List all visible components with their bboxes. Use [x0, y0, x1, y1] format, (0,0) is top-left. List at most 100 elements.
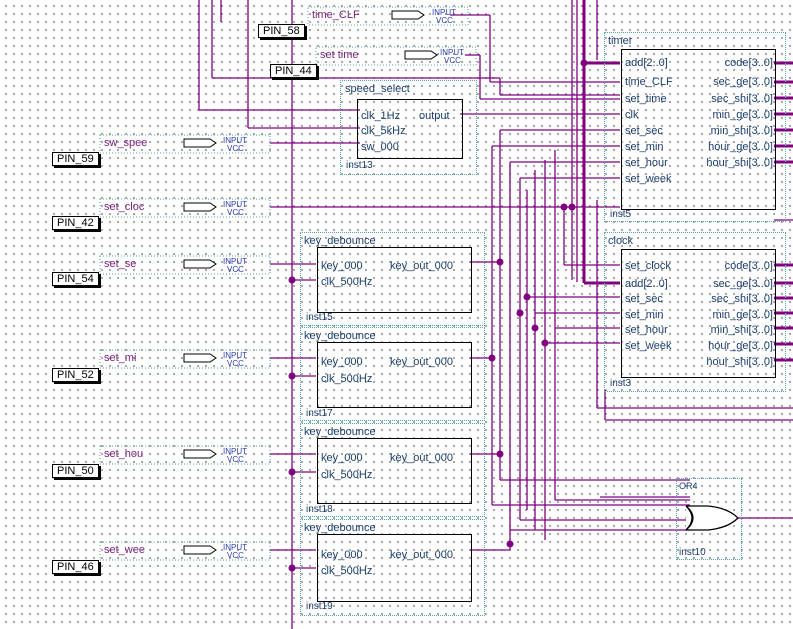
block-title: timer [608, 35, 633, 47]
port-label: clk [625, 109, 639, 121]
pin-tag[interactable]: PIN_50 [52, 464, 99, 478]
port-label: key_out_000 [390, 356, 453, 368]
port-label: set_hour [625, 324, 668, 336]
block-title: key_debounce [304, 522, 376, 534]
signal-label-time-clr[interactable]: time_CLF [312, 9, 360, 21]
port-label: add[2..0] [625, 278, 668, 290]
port-label: sec_ge[3..0] [713, 76, 773, 88]
port-label: key_000 [321, 260, 363, 272]
signal-label-set-clock[interactable]: set_cloc [104, 201, 145, 213]
port-label: add[2..0] [625, 57, 668, 69]
junction-dot [531, 324, 539, 332]
speed-select-block[interactable]: speed_select clk_1Hz clk_5kHz sw_000 out… [340, 80, 477, 175]
signal-label-set-time[interactable]: set time [320, 49, 359, 61]
input-pin-shape [404, 50, 438, 60]
block-body [317, 247, 472, 313]
pin-tag[interactable]: PIN_54 [52, 272, 99, 286]
input-pin-shape [183, 353, 217, 363]
signal-label-sw-speed[interactable]: sw_spee [104, 137, 148, 149]
junction-dot [580, 59, 588, 67]
port-label: key_out_000 [390, 452, 453, 464]
junction-dot [506, 540, 514, 548]
port-label: clk_1Hz [361, 110, 401, 122]
key-debounce-block[interactable]: key_debounce key_000 clk_500Hz key_out_0… [300, 423, 485, 517]
port-label: set_week [625, 173, 672, 185]
block-body [317, 534, 472, 602]
block-body [621, 49, 776, 210]
block-body [621, 249, 776, 378]
instance-label: inst5 [610, 209, 632, 220]
block-body [317, 438, 472, 504]
port-label: sec_ge[3..0] [713, 278, 773, 290]
instance-label: inst10 [679, 547, 706, 558]
clock-block[interactable]: clock set_clock add[2..0] set_sec set_mi… [604, 232, 786, 392]
block-title: OR4 [679, 481, 698, 491]
signal-label-set-sec[interactable]: set_se [104, 258, 137, 270]
port-label: code[3..0] [724, 260, 773, 272]
block-body [317, 342, 472, 408]
junction-dot [288, 468, 296, 476]
pin-tag[interactable]: PIN_58 [258, 24, 305, 38]
instance-label: inst3 [610, 378, 632, 389]
port-label: sw_000 [361, 141, 399, 153]
instance-label: inst17 [306, 408, 333, 419]
port-label: min_shi[3..0] [710, 324, 773, 336]
pin-tag[interactable]: PIN_42 [52, 216, 99, 230]
port-label: hour_ge[3..0] [708, 141, 773, 153]
block-title: key_debounce [304, 330, 376, 342]
port-label: clk_500Hz [321, 276, 373, 288]
timer-block[interactable]: timer add[2..0] time_CLF set_time clk se… [604, 32, 786, 222]
block-body [357, 99, 463, 159]
port-label: code[3..0] [724, 57, 773, 69]
input-pin-shape [183, 259, 217, 269]
input-pin-shape [183, 449, 217, 459]
key-debounce-block[interactable]: key_debounce key_000 clk_500Hz key_out_0… [300, 327, 485, 421]
junction-dot [523, 293, 531, 301]
port-label: output [419, 110, 450, 122]
instance-label: inst18 [306, 504, 333, 515]
key-debounce-block[interactable]: key_debounce key_000 clk_500Hz key_out_0… [300, 232, 485, 326]
port-label: set_sec [625, 125, 663, 137]
key-debounce-block[interactable]: key_debounce key_000 clk_500Hz key_out_0… [300, 519, 485, 616]
port-label: clk_5kHz [361, 125, 406, 137]
pin-tag[interactable]: PIN_46 [52, 560, 99, 574]
signal-label-set-min[interactable]: set_mi [104, 352, 137, 364]
junction-dot [288, 276, 296, 284]
port-label: set_min [625, 309, 664, 321]
input-pin-shape [183, 138, 217, 148]
port-label: min_ge[3..0] [712, 309, 773, 321]
block-title: speed_select [345, 83, 410, 95]
port-label: set_hour [625, 157, 668, 169]
junction-dot [288, 564, 296, 572]
port-label: min_ge[3..0] [712, 109, 773, 121]
port-label: clk_500Hz [321, 565, 373, 577]
junction-dot [288, 372, 296, 380]
port-label: key_000 [321, 356, 363, 368]
port-label: set_sec [625, 293, 663, 305]
block-title: clock [608, 235, 634, 247]
port-label: clk_500Hz [321, 469, 373, 481]
pin-tag[interactable]: PIN_59 [52, 152, 99, 166]
junction-dot [496, 450, 504, 458]
instance-label: inst13 [346, 160, 373, 171]
pin-tag[interactable]: PIN_52 [52, 368, 99, 382]
port-label: hour_shi[3..0] [706, 157, 773, 169]
port-label: clk_500Hz [321, 373, 373, 385]
port-label: sec_shi[3..0] [711, 93, 773, 105]
instance-label: inst19 [306, 601, 333, 612]
port-label: sec_shi[3..0] [711, 293, 773, 305]
input-pin-shape [391, 10, 425, 20]
or-gate-block[interactable]: OR4 inst10 [676, 478, 742, 560]
port-label: key_000 [321, 549, 363, 561]
port-label: set_week [625, 340, 672, 352]
pin-tag[interactable]: PIN_44 [270, 64, 317, 78]
junction-dot [541, 339, 549, 347]
signal-label-set-week[interactable]: set_wee [104, 544, 145, 556]
port-label: key_000 [321, 452, 363, 464]
junction-dot [560, 203, 568, 211]
signal-label-set-hour[interactable]: set_hou [104, 448, 144, 460]
input-pin-shape [183, 545, 217, 555]
port-label: hour_shi[3..0] [706, 356, 773, 368]
port-label: set_clock [625, 260, 671, 272]
